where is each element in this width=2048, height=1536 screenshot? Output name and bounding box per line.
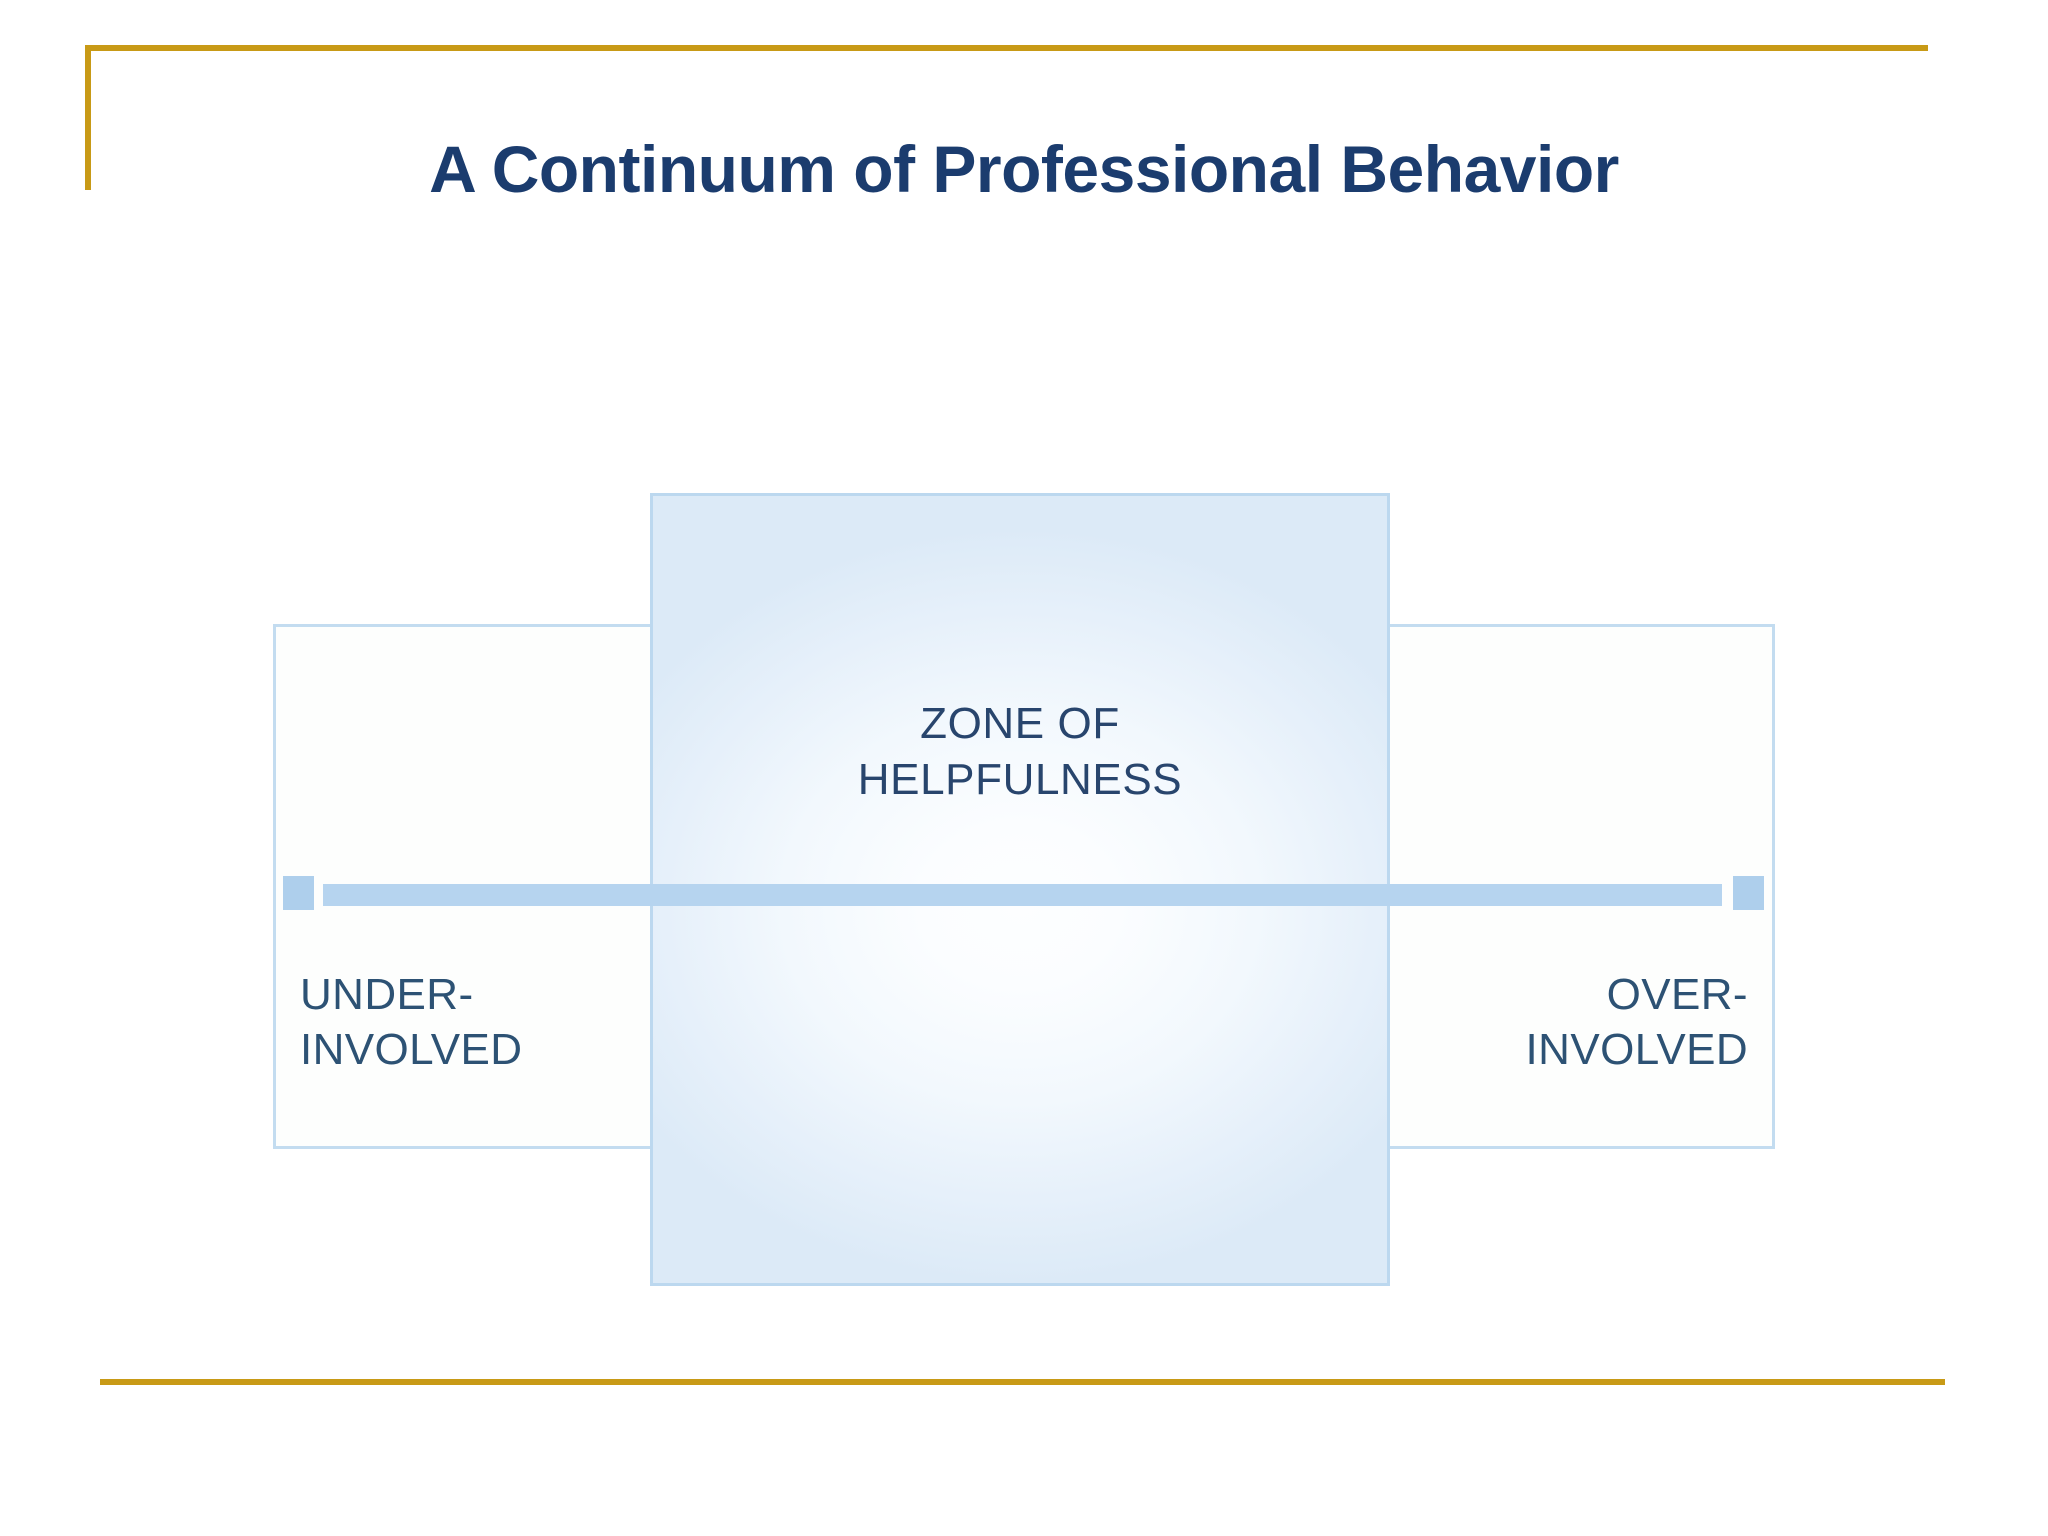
under-involved-label: UNDER- INVOLVED xyxy=(300,967,740,1078)
under-involved-label-line-1: UNDER- xyxy=(300,970,474,1019)
continuum-slider-handle-left[interactable] xyxy=(283,876,314,910)
continuum-slider-track[interactable] xyxy=(323,884,1722,906)
gold-rule-left xyxy=(85,45,91,190)
over-involved-label-line-1: OVER- xyxy=(1606,970,1748,1019)
under-involved-label-line-2: INVOLVED xyxy=(300,1025,523,1075)
gold-rule-top xyxy=(85,45,1928,51)
continuum-slider-handle-right[interactable] xyxy=(1733,876,1764,910)
over-involved-label-line-2: INVOLVED xyxy=(1525,1025,1748,1075)
page-title: A Continuum of Professional Behavior xyxy=(429,132,1619,206)
zone-of-helpfulness-label: ZONE OF HELPFULNESS xyxy=(650,696,1390,809)
gold-rule-bottom xyxy=(100,1379,1945,1385)
over-involved-label: OVER- INVOLVED xyxy=(1308,967,1748,1078)
zone-label-line-1: ZONE OF xyxy=(920,699,1120,748)
zone-label-line-2: HELPFULNESS xyxy=(857,755,1183,805)
